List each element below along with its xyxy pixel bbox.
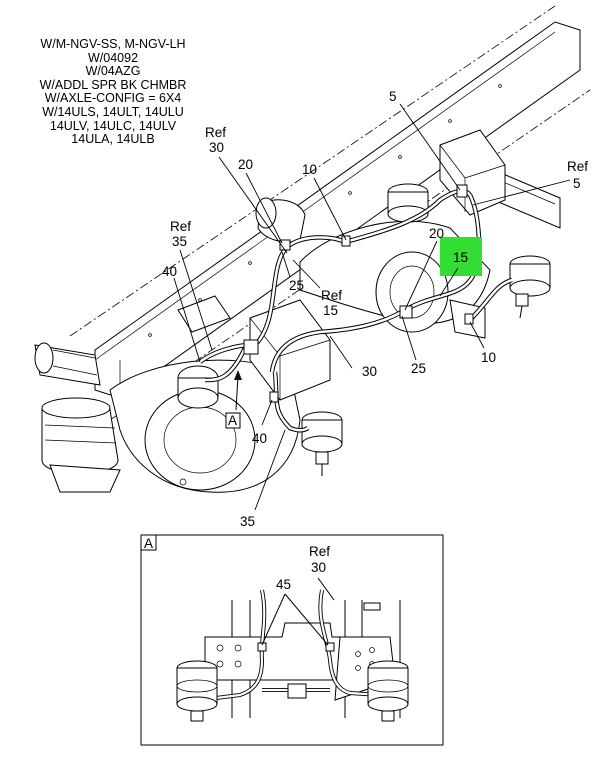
detail-view-a: A — [140, 534, 444, 746]
callout-5-top: 5 — [389, 89, 397, 104]
callout-ref15-ref: Ref — [321, 288, 342, 303]
detail-ref30-num: 30 — [311, 560, 326, 575]
brake-chamber-rear-left — [387, 183, 429, 223]
callout-15-highlight: 15 — [453, 250, 468, 265]
callout-ref30-num: 30 — [209, 140, 224, 155]
note-line: 14ULA, 14ULB — [71, 132, 155, 147]
detail-label: A — [144, 536, 153, 551]
callout-20-left: 20 — [238, 157, 253, 172]
forward-axle-housing — [34, 342, 301, 493]
callout-ref5-num: 5 — [573, 176, 581, 191]
air-spring-left — [41, 397, 121, 493]
note-line: 14ULV, 14ULC, 14ULV — [49, 118, 177, 133]
detail-ref30-ref: Ref — [309, 544, 330, 559]
hose-fittings — [243, 184, 474, 403]
note-line: W/04092 — [87, 50, 139, 65]
note-line: W/14ULS, 14ULT, 14ULU — [42, 104, 184, 119]
callout-labels: Ref 30 20 10 5 Ref 5 Ref 35 40 25 Ref 15… — [162, 89, 588, 529]
note-line: W/AXLE-CONFIG = 6X4 — [44, 91, 182, 106]
callout-40-left: 40 — [162, 264, 177, 279]
callout-25-left: 25 — [289, 278, 304, 293]
brake-chamber-fwd-right — [301, 411, 343, 476]
callout-ref30-ref: Ref — [205, 125, 226, 140]
callout-ref5-ref: Ref — [567, 159, 588, 174]
callout-ref35-ref: Ref — [170, 219, 191, 234]
callout-25-right: 25 — [411, 361, 426, 376]
leader-lines — [173, 103, 571, 511]
note-line: W/M-NGV-SS, M-NGV-LH — [40, 37, 186, 51]
highlight-box — [440, 237, 482, 276]
note-line: W/ADDL SPR BK CHMBR — [39, 77, 187, 92]
callout-35-bottom: 35 — [240, 514, 255, 529]
callout-20-right: 20 — [429, 226, 444, 241]
applicability-notes: W/M-NGV-SS, M-NGV-LH W/04092 W/04AZG W/A… — [18, 37, 208, 147]
view-arrow — [225, 370, 242, 429]
callout-ref15-num: 15 — [323, 303, 338, 318]
callout-40-bottom: 40 — [252, 431, 267, 446]
detail-callout-45: 45 — [276, 577, 291, 592]
brake-chamber-fwd-left — [177, 365, 219, 409]
callout-10-top: 10 — [302, 162, 317, 177]
callout-30-mid: 30 — [362, 364, 377, 379]
bracket-small-left — [177, 295, 231, 333]
callout-view-a: A — [228, 413, 237, 428]
callout-10-right: 10 — [481, 350, 496, 365]
callout-ref35-num: 35 — [172, 234, 187, 249]
note-line: W/04AZG — [85, 64, 141, 79]
brake-chamber-rear-right — [509, 255, 551, 319]
bracket-forward — [249, 299, 331, 401]
